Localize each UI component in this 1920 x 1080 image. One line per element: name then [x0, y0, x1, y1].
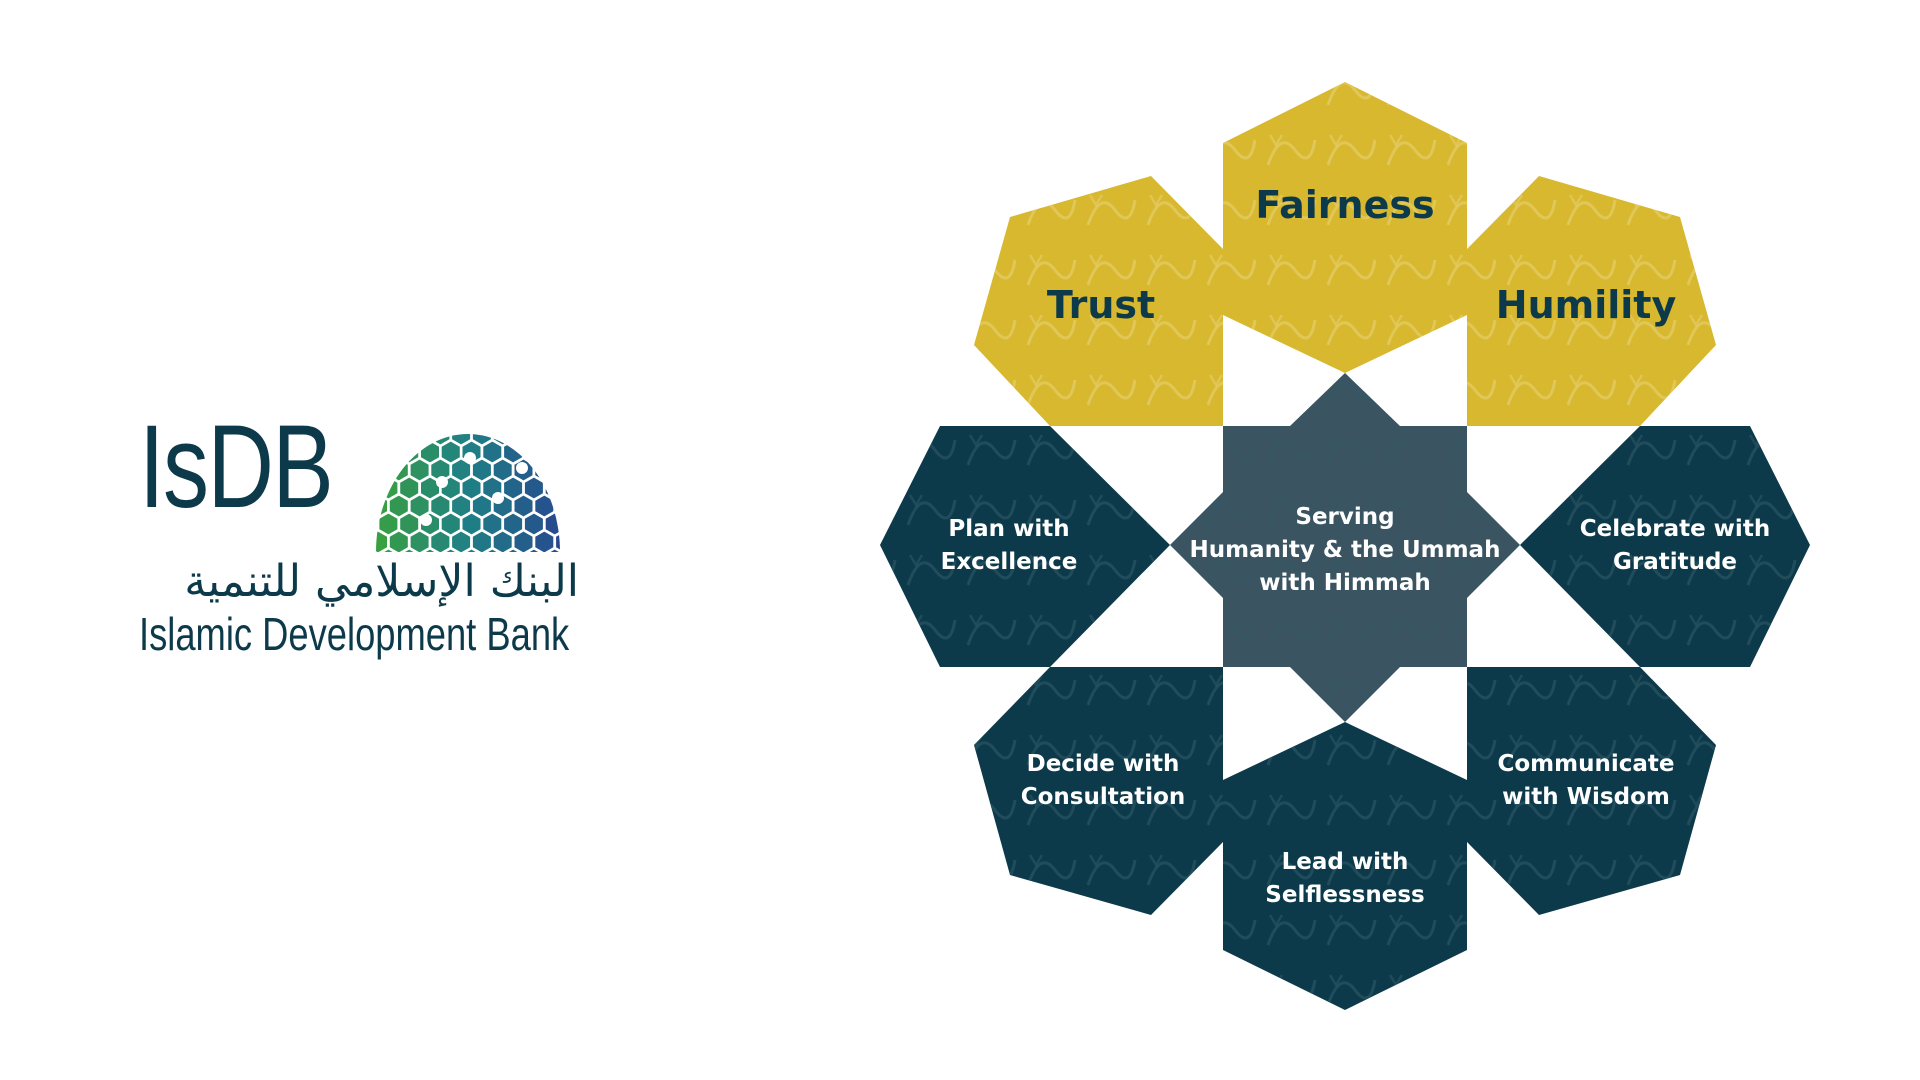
globe-cell	[504, 513, 523, 535]
globe-node	[492, 492, 504, 504]
globe-cell	[410, 495, 429, 517]
globe-cell	[431, 495, 450, 517]
lead-label-line2: Selflessness	[1265, 882, 1424, 908]
isdb-logo: IsDB البنك الإسلامي للتنمية Islamic Deve…	[0, 0, 700, 1080]
globe-cell	[472, 459, 491, 481]
globe-node	[516, 462, 528, 474]
plan-tile	[880, 426, 1170, 667]
globe-cell	[483, 513, 502, 535]
center-label-line1: Serving	[1295, 504, 1394, 530]
center-label-line2: Humanity & the Ummah	[1190, 537, 1501, 563]
globe-cell	[483, 441, 502, 463]
communicate-tile	[1467, 667, 1716, 915]
globe-cell	[421, 477, 439, 499]
globe-cell	[431, 459, 450, 481]
globe-node	[436, 476, 448, 488]
globe-cell	[452, 459, 471, 481]
trust-label: Trust	[1047, 283, 1155, 327]
humility-label: Humility	[1496, 283, 1677, 327]
globe-cell	[389, 531, 408, 552]
globe-cell	[535, 531, 554, 552]
communicate-label-line2: with Wisdom	[1502, 784, 1670, 810]
globe-cell	[400, 513, 419, 535]
globe-cell	[514, 495, 533, 517]
globe-cell	[389, 495, 408, 517]
globe-cell	[472, 531, 491, 552]
globe-cell	[514, 531, 533, 552]
globe-cell	[452, 434, 471, 445]
globe-cell	[504, 477, 523, 499]
globe-logo-icon	[376, 434, 560, 552]
globe-cell	[493, 459, 512, 481]
decide-label-line1: Decide with	[1027, 751, 1180, 777]
celebrate-tile	[1520, 426, 1810, 667]
logo-arabic-name: البنك الإسلامي للتنمية	[184, 556, 579, 607]
lead-tile	[1223, 722, 1467, 1010]
globe-cell	[441, 513, 460, 535]
globe-cell	[462, 513, 481, 535]
globe-cell	[472, 495, 491, 517]
globe-cell	[400, 477, 419, 499]
lead-label-line1: Lead with	[1282, 849, 1409, 875]
decide-tile	[974, 667, 1223, 915]
fairness-tile	[1223, 82, 1467, 373]
globe-cell	[441, 441, 460, 463]
globe-cell	[493, 531, 512, 552]
globe-node	[464, 452, 476, 464]
globe-cell	[452, 495, 471, 517]
globe-cell	[462, 477, 481, 499]
humility-tile	[1467, 176, 1716, 426]
decide-label-line2: Consultation	[1021, 784, 1186, 810]
globe-cell	[379, 513, 398, 535]
globe-cell	[524, 513, 543, 535]
globe-cell	[452, 531, 471, 552]
trust-tile	[974, 176, 1223, 426]
plan-label-line1: Plan with	[948, 516, 1069, 542]
center-label-line3: with Himmah	[1259, 570, 1430, 596]
center-tile	[1170, 373, 1520, 722]
globe-cell	[431, 531, 450, 552]
logo-english-name: Islamic Development Bank	[139, 608, 570, 660]
globe-cell	[535, 495, 554, 517]
plan-label-line2: Excellence	[941, 549, 1078, 575]
celebrate-label-line1: Celebrate with	[1580, 516, 1770, 542]
fairness-label: Fairness	[1255, 183, 1434, 227]
globe-cell	[410, 531, 429, 552]
globe-cell	[524, 477, 543, 499]
globe-node	[420, 514, 432, 526]
globe-cell	[376, 531, 387, 552]
logo-abbreviation: IsDB	[139, 401, 334, 533]
globe-cell	[472, 434, 491, 445]
communicate-label-line1: Communicate	[1498, 751, 1675, 777]
celebrate-label-line2: Gratitude	[1613, 549, 1737, 575]
globe-cell	[410, 459, 429, 481]
